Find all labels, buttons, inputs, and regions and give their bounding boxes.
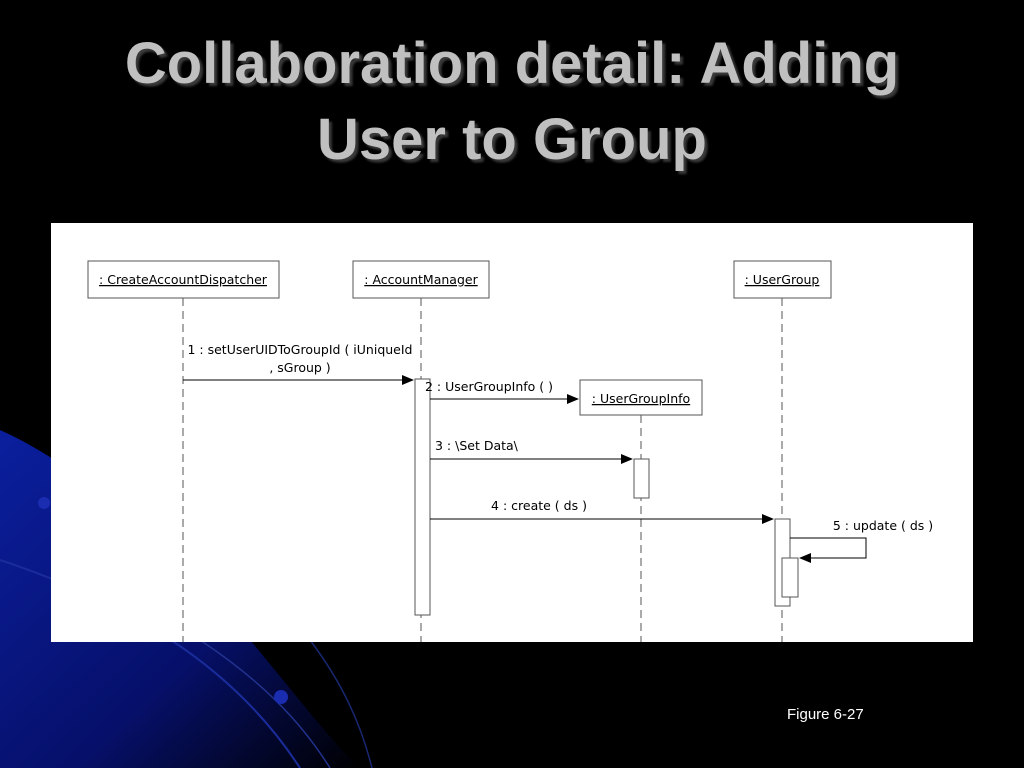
sequence-diagram-panel: : CreateAccountDispatcher : AccountManag… — [51, 223, 973, 642]
message-4: 4 : create ( ds ) — [430, 498, 774, 524]
object-label: : CreateAccountDispatcher — [99, 272, 268, 287]
slide-title-line-1: Collaboration detail: Adding — [124, 31, 900, 96]
message-3-label: 3 : \Set Data\ — [435, 438, 519, 453]
message-2: 2 : UserGroupInfo ( ) — [425, 379, 579, 404]
activation-account-manager — [414, 378, 431, 616]
object-user-group-info: : UserGroupInfo — [579, 379, 703, 416]
object-label: : UserGroupInfo — [592, 391, 690, 406]
swoosh-line — [309, 639, 373, 768]
object-label: : UserGroup — [745, 272, 820, 287]
activation-user-group-nested — [781, 557, 799, 598]
slide-title-line-2: User to Group — [317, 107, 707, 172]
activation-user-group-info — [633, 458, 650, 499]
message-2-label: 2 : UserGroupInfo ( ) — [425, 379, 553, 394]
figure-caption: Figure 6-27 — [787, 706, 864, 723]
message-1: 1 : setUserUIDToGroupId ( iUniqueId , sG… — [183, 342, 414, 385]
object-account-manager: : AccountManager — [352, 260, 490, 299]
message-5: 5 : update ( ds ) — [790, 518, 933, 563]
message-5-label: 5 : update ( ds ) — [833, 518, 933, 533]
slide-title: Collaboration detail: Adding User to Gro… — [0, 26, 1024, 178]
sequence-diagram: : CreateAccountDispatcher : AccountManag… — [87, 260, 933, 642]
message-1-label-line-2: , sGroup ) — [269, 360, 330, 375]
object-label: : AccountManager — [364, 272, 478, 287]
message-4-label: 4 : create ( ds ) — [491, 498, 587, 513]
swoosh-dot — [274, 690, 288, 704]
message-1-label-line-1: 1 : setUserUIDToGroupId ( iUniqueId — [187, 342, 412, 357]
swoosh-dot — [38, 497, 50, 509]
object-user-group: : UserGroup — [733, 260, 832, 299]
object-create-account-dispatcher: : CreateAccountDispatcher — [87, 260, 280, 299]
message-3: 3 : \Set Data\ — [430, 438, 633, 464]
